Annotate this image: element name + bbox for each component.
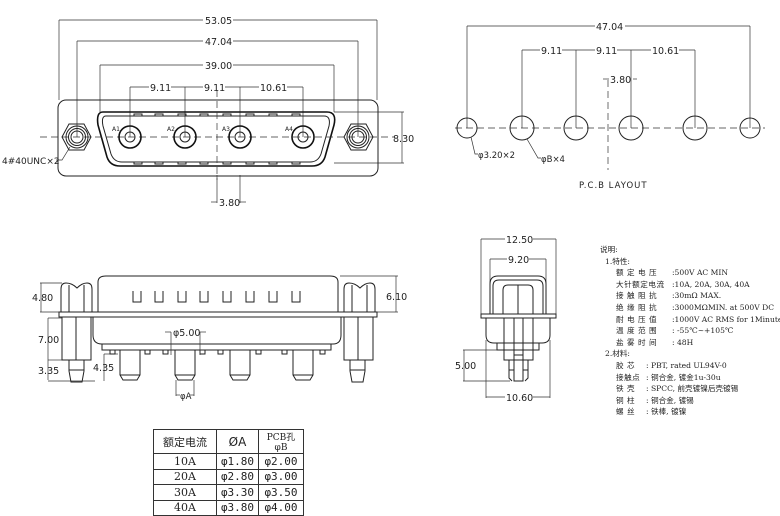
- dim-pitch-2: 9.11: [204, 83, 225, 94]
- shell-slots: [132, 291, 301, 303]
- header-pin-diameter: ØA: [216, 429, 259, 454]
- dim-pitch-1: 9.11: [150, 83, 171, 94]
- pcb-mount-hole-right: [739, 117, 761, 139]
- table-row: 30A φ3.30 φ3.50: [153, 484, 304, 501]
- spec-line: 耐 电 压 值:1000V AC RMS for 1Minute: [616, 314, 780, 324]
- standoff-right: [343, 316, 374, 383]
- dim-flange-width: 12.50: [506, 235, 533, 246]
- shell-dimples: [133, 113, 301, 165]
- dim-pitch-3: 10.61: [260, 83, 287, 94]
- pcb-dim-mount-hole-pitch: 47.04: [596, 22, 623, 33]
- material-line: 接触点: 铜合金, 镀金1u-30u: [616, 372, 721, 382]
- contact-A4: A4: [285, 125, 315, 149]
- material-line: 胶 芯: PBT, rated UL94V-0: [616, 360, 727, 370]
- contact-A2: A2: [167, 125, 197, 149]
- dim-contact-tail: 4.35: [93, 363, 114, 374]
- dim-nut-height: 4.80: [32, 293, 53, 304]
- pcb-contact-hole: [682, 115, 708, 141]
- side-pins: [109, 349, 326, 381]
- end-flange: [480, 313, 557, 319]
- spec-line: 盐 雾 时 间: 48H: [616, 337, 694, 347]
- pcb-mount-hole-label: φ3.20×2: [478, 151, 515, 161]
- d-shell: [96, 111, 336, 167]
- spec-line: 额 定 电 压:500V AC MIN: [616, 268, 729, 278]
- pcb-dim-center-offset: 3.80: [610, 75, 631, 86]
- spec-line: 接 触 阻 抗:30mΩ MAX.: [616, 291, 722, 301]
- pcb-contact-hole: [563, 115, 589, 141]
- dim-end-shell-width: 9.20: [508, 255, 529, 266]
- pcb-contact-hole-label: φB×4: [541, 155, 565, 165]
- notes-section1-title: 1.特性:: [605, 256, 630, 266]
- table-header-row: 额定电流 ØA PCB孔φB: [153, 429, 304, 454]
- notes-title: 说明:: [600, 245, 618, 254]
- table-row: 20A φ2.80 φ3.00: [153, 468, 304, 485]
- dim-tail-length: 5.00: [455, 361, 476, 372]
- dim-shell-height: 8.30: [393, 134, 414, 145]
- spec-line: 大针额定电流:10A, 20A, 30A, 40A: [616, 279, 750, 289]
- svg-text:A1: A1: [112, 126, 120, 133]
- end-view: 12.50 9.20 5.00 10.60: [455, 233, 557, 404]
- spec-line: 绝 缘 阻 抗:3000MΩMIN. at 500V DC: [616, 302, 774, 312]
- dim-shell-width: 39.00: [205, 61, 232, 72]
- svg-text:A2: A2: [167, 126, 175, 133]
- svg-text:A3: A3: [222, 126, 230, 133]
- dim-shell-height-side: 6.10: [386, 292, 407, 303]
- standoff-left: [61, 316, 92, 383]
- dim-tail: 3.35: [38, 366, 59, 377]
- end-shell-top: [489, 275, 547, 314]
- pcb-mount-hole-left: [456, 117, 478, 139]
- dim-body-width: 10.60: [506, 393, 533, 404]
- header-rated-current: 额定电流: [153, 429, 217, 454]
- dim-contact-diameter: φ5.00: [173, 328, 200, 339]
- end-body: [485, 318, 551, 344]
- pcb-dim-pitch-2: 9.11: [596, 46, 617, 57]
- side-nut-right: [343, 282, 376, 312]
- pcb-layout-view: 47.04 9.11 9.11 10.61 3.80 φ3.20×2 φB×4 …: [455, 20, 765, 191]
- front-view: 53.05 47.04 39.00 9.11 9.11 10.61 8.30 3…: [2, 14, 414, 209]
- contact-A1: A1: [112, 125, 142, 149]
- flange-plate: [58, 311, 378, 318]
- svg-text:A4: A4: [285, 126, 293, 133]
- pcb-dim-pitch-1: 9.11: [541, 46, 562, 57]
- material-line: 螺 丝: 铁棒, 镀镍: [616, 407, 687, 417]
- pcb-contact-hole: [618, 115, 644, 141]
- pcb-dim-pitch-3: 10.61: [652, 46, 679, 57]
- pcb-layout-title: P.C.B LAYOUT: [579, 181, 648, 191]
- rating-table: 额定电流 ØA PCB孔φB 10A φ1.80 φ2.00 20A φ2.80…: [153, 429, 304, 516]
- dim-standoff: 7.00: [38, 335, 59, 346]
- contact-A3: A3: [222, 125, 252, 149]
- flange-outline: [57, 99, 379, 177]
- header-pcb-hole: PCB孔φB: [258, 429, 304, 454]
- material-line: 铁 壳: SPCC, 前壳镀镍后壳镀锡: [616, 384, 739, 394]
- thread-label: 4#40UNC×2: [2, 157, 60, 167]
- shell-top: [97, 275, 339, 312]
- dim-center-offset: 3.80: [219, 198, 240, 209]
- side-view: 4.80 7.00 3.35 4.35 6.10: [32, 275, 407, 402]
- pcb-contact-hole: [509, 115, 535, 141]
- table-row: 40A φ3.80 φ4.00: [153, 499, 304, 516]
- dim-mount-hole-pitch: 47.04: [205, 37, 232, 48]
- table-row: 10A φ1.80 φ2.00: [153, 453, 304, 470]
- spec-line: 温 度 范 围: -55℃~+105℃: [616, 326, 734, 336]
- contact-dia-label: φA: [180, 392, 192, 402]
- notes-panel: 说明: 1.特性: 额 定 电 压:500V AC MIN 大针额定电流:10A…: [600, 244, 780, 418]
- hex-nut-right: [343, 123, 374, 151]
- insulator-body: [92, 317, 342, 345]
- material-line: 铜 柱: 铜合金, 镀锡: [616, 395, 694, 405]
- end-standoff: [503, 317, 534, 361]
- hex-nut-left: [61, 123, 92, 151]
- side-nut-left: [60, 282, 93, 312]
- notes-section2-title: 2.材料:: [605, 349, 630, 359]
- dim-overall-width: 53.05: [205, 16, 232, 27]
